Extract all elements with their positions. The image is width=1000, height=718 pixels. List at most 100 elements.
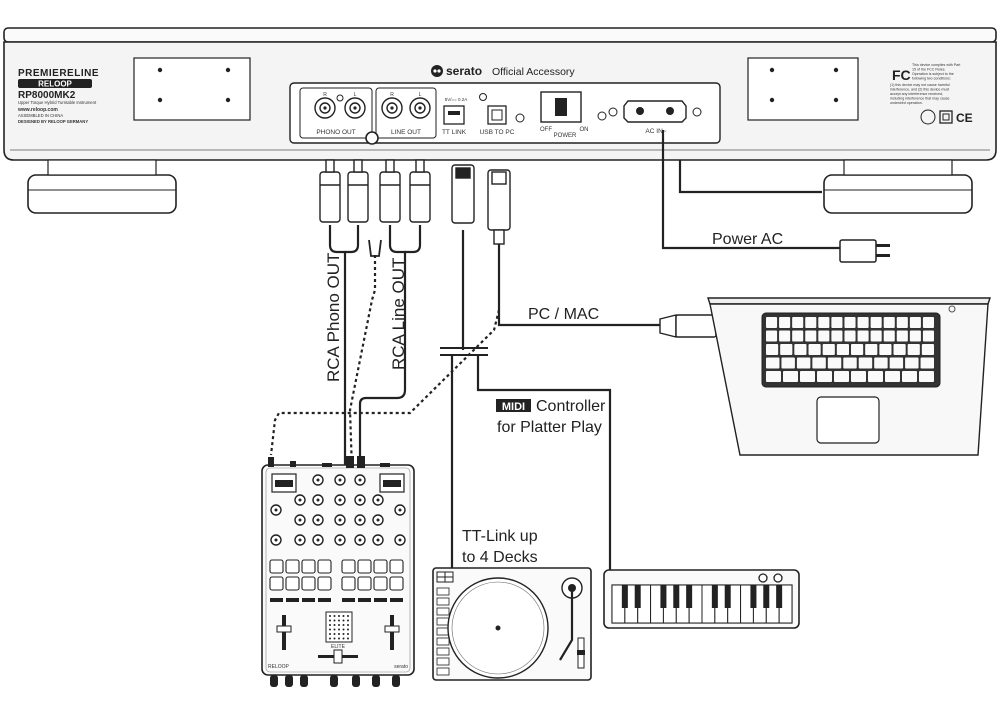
laptop-key bbox=[792, 330, 804, 342]
mixer-knob-center bbox=[316, 478, 320, 482]
ac-inlet[interactable] bbox=[623, 100, 687, 123]
usb-to-pc-port[interactable] bbox=[487, 105, 507, 125]
phono-l-label: L bbox=[354, 92, 357, 98]
laptop-key bbox=[843, 357, 857, 369]
mixer-grid-dot bbox=[347, 624, 349, 626]
deck-button bbox=[436, 627, 450, 636]
laptop-key bbox=[796, 357, 811, 369]
mixer-pad bbox=[317, 576, 332, 591]
tonearm bbox=[559, 590, 574, 661]
mixer-mode-button bbox=[390, 598, 403, 602]
mixer-grid-dot bbox=[333, 637, 336, 640]
mixer-pad bbox=[357, 576, 372, 591]
piano-black-key bbox=[776, 585, 783, 608]
laptop-key bbox=[818, 330, 830, 342]
brand-logo: RELOOP bbox=[38, 80, 72, 89]
ground-spade-icon bbox=[368, 239, 382, 257]
laptop-key bbox=[883, 317, 895, 328]
model-name: RP8000MK2 bbox=[18, 90, 76, 101]
mixer-grid-dot bbox=[333, 624, 336, 626]
screw-icon bbox=[608, 107, 618, 117]
screw-icon bbox=[692, 107, 702, 117]
laptop-key bbox=[780, 344, 793, 355]
switch-on-label: ON bbox=[580, 127, 589, 133]
laptop-key bbox=[827, 357, 842, 369]
deck-button bbox=[436, 587, 450, 596]
laptop-key bbox=[905, 357, 919, 369]
laptop-key bbox=[822, 344, 835, 355]
double-insulation-icon bbox=[939, 110, 953, 124]
cable-clip-icon bbox=[365, 131, 379, 145]
screw-icon bbox=[515, 113, 525, 123]
mixer-pad bbox=[301, 559, 316, 574]
piano-black-key bbox=[621, 585, 628, 608]
laptop-key bbox=[868, 371, 883, 382]
laptop-key bbox=[858, 357, 873, 369]
svg-text:interference, and (2) this dev: interference, and (2) this device must bbox=[890, 88, 949, 92]
piano-black-key bbox=[711, 585, 718, 608]
deck-button bbox=[436, 597, 450, 606]
right-foot bbox=[823, 174, 973, 214]
line-out-label: LINE OUT bbox=[391, 129, 421, 136]
laptop-key bbox=[896, 330, 908, 342]
mixer-grid-dot bbox=[329, 619, 331, 622]
mixer-knob-center bbox=[316, 518, 320, 522]
designed-text: DESIGNED BY RELOOP GERMANY bbox=[18, 119, 88, 124]
rca-plugs bbox=[319, 159, 431, 223]
midi-keyboard bbox=[603, 569, 800, 629]
laptop-key bbox=[851, 344, 864, 355]
mixer-knob-center bbox=[316, 538, 320, 542]
piano-black-key bbox=[660, 585, 667, 608]
serato-accessory: Official Accessory bbox=[492, 66, 575, 78]
laptop-key bbox=[883, 330, 895, 342]
tt-link-line1: TT-Link up bbox=[462, 528, 538, 545]
ac-in-label: AC IN~ bbox=[645, 128, 666, 135]
power-ac-label: Power AC bbox=[712, 231, 783, 248]
phono-r-label: R bbox=[323, 92, 327, 98]
laptop-key bbox=[909, 330, 921, 342]
ground-screw-icon bbox=[336, 94, 344, 102]
laptop-key bbox=[902, 371, 917, 382]
laptop-key bbox=[851, 371, 866, 382]
mixer-knob-center bbox=[358, 538, 362, 542]
mixer-grid-dot bbox=[342, 619, 345, 622]
laptop-key bbox=[844, 330, 856, 342]
laptop-key bbox=[896, 317, 908, 328]
laptop-key bbox=[920, 357, 934, 369]
line-out-jacks[interactable] bbox=[381, 97, 431, 119]
mixer-mode-button bbox=[342, 598, 355, 602]
mixer-pad bbox=[373, 559, 388, 574]
phono-out-jacks[interactable] bbox=[314, 97, 366, 119]
mixer-grid-dot bbox=[333, 615, 336, 617]
mixer-grid-dot bbox=[338, 615, 340, 617]
laptop-key bbox=[817, 371, 832, 382]
mixer-grid-dot bbox=[342, 624, 345, 626]
tagline: Upper Torque Hybrid Turntable Instrument bbox=[18, 100, 97, 105]
midi-controller-label: Controller bbox=[536, 398, 606, 415]
mixer-mode-button bbox=[374, 598, 387, 602]
mixer-grid-dot bbox=[342, 628, 345, 631]
svg-text:including interference that ma: including interference that may cause bbox=[890, 97, 950, 101]
usb-symbol-icon bbox=[479, 93, 487, 101]
laptop-key bbox=[922, 317, 934, 328]
mixer-grid-dot bbox=[338, 619, 340, 622]
midi-logo-text: MIDI bbox=[502, 401, 525, 413]
laptop-key bbox=[865, 344, 878, 355]
mixer-knob-center bbox=[376, 538, 380, 542]
phono-out-label: PHONO OUT bbox=[316, 129, 355, 136]
deck-button bbox=[436, 647, 450, 656]
deck-button bbox=[436, 637, 450, 646]
laptop-key bbox=[922, 330, 934, 342]
mixer-knob-center bbox=[358, 478, 362, 482]
mixer-knob-center bbox=[376, 518, 380, 522]
mixer-pad bbox=[317, 559, 332, 574]
mixer-grid-dot bbox=[347, 615, 349, 617]
usb-power-label: 5V/== 0.2A bbox=[445, 97, 468, 102]
mixer-grid-dot bbox=[338, 637, 340, 640]
serato-logo-icon bbox=[431, 65, 443, 77]
mixer-pad bbox=[269, 559, 284, 574]
laptop-key bbox=[808, 344, 821, 355]
mixer-grid-dot bbox=[329, 628, 331, 631]
laptop-key bbox=[818, 317, 830, 328]
mixer-grid-dot bbox=[347, 637, 349, 640]
